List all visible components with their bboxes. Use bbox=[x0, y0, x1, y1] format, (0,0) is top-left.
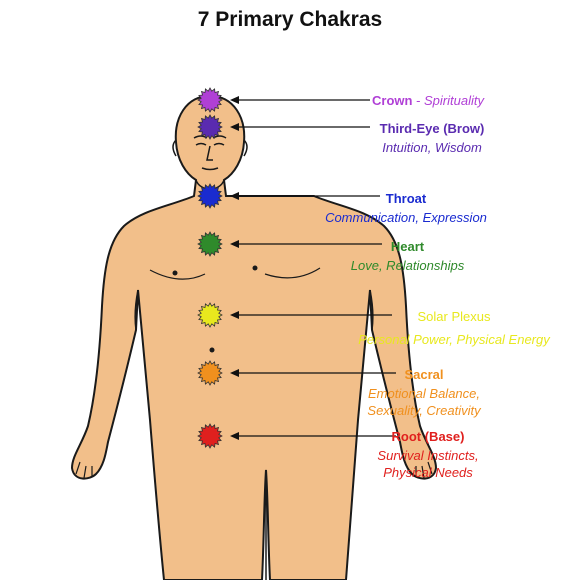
chakra-meaning-line: Love, Relationships bbox=[350, 258, 465, 273]
chakra-name: Throat bbox=[385, 191, 427, 206]
navel bbox=[209, 347, 215, 353]
chakra-name: Solar Plexus bbox=[417, 309, 491, 324]
chakra-sacral-marker bbox=[197, 360, 223, 386]
chakra-heart-arrowhead bbox=[230, 240, 239, 248]
page-title: 7 Primary Chakras bbox=[197, 8, 383, 31]
nose bbox=[206, 145, 213, 161]
chakra-crown-label: Crown - Spirituality bbox=[372, 92, 484, 109]
chest-lines bbox=[149, 267, 321, 280]
chakra-layer bbox=[197, 87, 396, 449]
chakra-solar-plexus-marker bbox=[197, 302, 223, 328]
chakra-third-eye-brow-label: Third-Eye (Brow) Intuition, Wisdom bbox=[372, 120, 492, 156]
chakra-name: Crown bbox=[372, 93, 413, 108]
fingers-left bbox=[75, 461, 93, 479]
chakra-crown-arrowhead bbox=[230, 96, 239, 104]
chakra-third-eye-brow-marker bbox=[197, 114, 223, 140]
chakra-meaning-line: Physical Needs bbox=[383, 465, 473, 480]
chakra-solar-plexus-arrowhead bbox=[230, 311, 239, 319]
chakra-meaning: Spirituality bbox=[424, 93, 484, 108]
chakra-throat-arrowhead bbox=[230, 192, 239, 200]
arm-lines bbox=[134, 289, 374, 331]
chakra-separator: - bbox=[412, 93, 425, 108]
chakra-name: Sacral bbox=[404, 367, 444, 382]
chakra-meaning-line: Survival Instincts, bbox=[377, 448, 479, 463]
chakra-meaning-line: Personal Power, Physical Energy bbox=[358, 332, 550, 347]
chakra-root-base-marker bbox=[197, 423, 223, 449]
chakra-meaning-line: Intuition, Wisdom bbox=[382, 140, 482, 155]
ears bbox=[172, 139, 248, 157]
chakra-heart-marker bbox=[197, 231, 223, 257]
chakra-third-eye-brow-arrowhead bbox=[230, 123, 239, 131]
nipple-left bbox=[172, 270, 178, 276]
chakra-throat-marker bbox=[197, 183, 223, 209]
fingers-right bbox=[415, 461, 433, 479]
chakra-meaning-line: Sexuality, Creativity bbox=[367, 403, 481, 418]
eyes bbox=[195, 142, 225, 146]
chakra-name: Root (Base) bbox=[391, 429, 465, 444]
nipple-right bbox=[252, 265, 258, 271]
chakra-sacral-arrowhead bbox=[230, 369, 239, 377]
chakra-root-base-label: Root (Base) Survival Instincts, Physical N… bbox=[358, 428, 498, 481]
mouth bbox=[201, 167, 219, 171]
chakra-name: Heart bbox=[390, 239, 425, 254]
chakra-meaning-line: Communication, Expression bbox=[325, 210, 487, 225]
chakra-root-base-arrowhead bbox=[230, 432, 239, 440]
chakra-meaning-line: Emotional Balance, bbox=[367, 386, 480, 401]
chakra-crown-marker bbox=[197, 87, 223, 113]
chakra-name: Third-Eye (Brow) bbox=[379, 121, 485, 136]
